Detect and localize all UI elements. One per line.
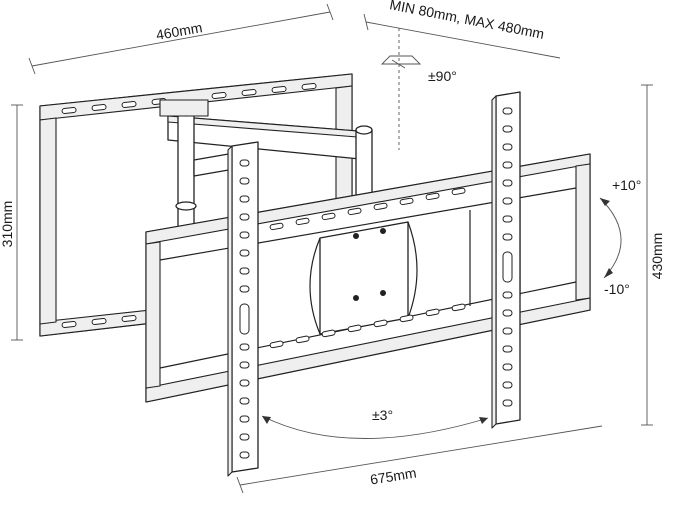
crossbar-bottom-slots bbox=[269, 303, 466, 349]
wall-plate-width-label: 460mm bbox=[155, 19, 204, 43]
swivel-label: ±90° bbox=[428, 68, 457, 84]
crossbar-top-slots bbox=[269, 187, 466, 231]
bracket-width-label: 675mm bbox=[369, 465, 418, 488]
center-pivot-plate bbox=[309, 221, 418, 335]
tilt-arc bbox=[599, 197, 622, 279]
dimension-430-line bbox=[641, 84, 653, 426]
dimension-310-line bbox=[11, 104, 23, 341]
tilt-down-label: -10° bbox=[604, 281, 630, 297]
right-vertical-rail bbox=[491, 91, 521, 429]
wall-plate-height-label: 310mm bbox=[0, 201, 15, 248]
level-arc bbox=[261, 415, 489, 439]
level-label: ±3° bbox=[372, 407, 393, 423]
tilt-up-label: +10° bbox=[612, 177, 641, 193]
arm-extension-label: MIN 80mm, MAX 480mm bbox=[388, 0, 545, 42]
dimension-675-line bbox=[236, 425, 603, 494]
left-vertical-rail bbox=[227, 141, 259, 477]
wall-plate-top-slots bbox=[61, 83, 317, 114]
bracket-height-label: 430mm bbox=[649, 233, 665, 280]
dimension-460-line bbox=[28, 3, 334, 75]
dimension-arm-line bbox=[363, 13, 561, 59]
swivel-indicator bbox=[380, 28, 422, 150]
